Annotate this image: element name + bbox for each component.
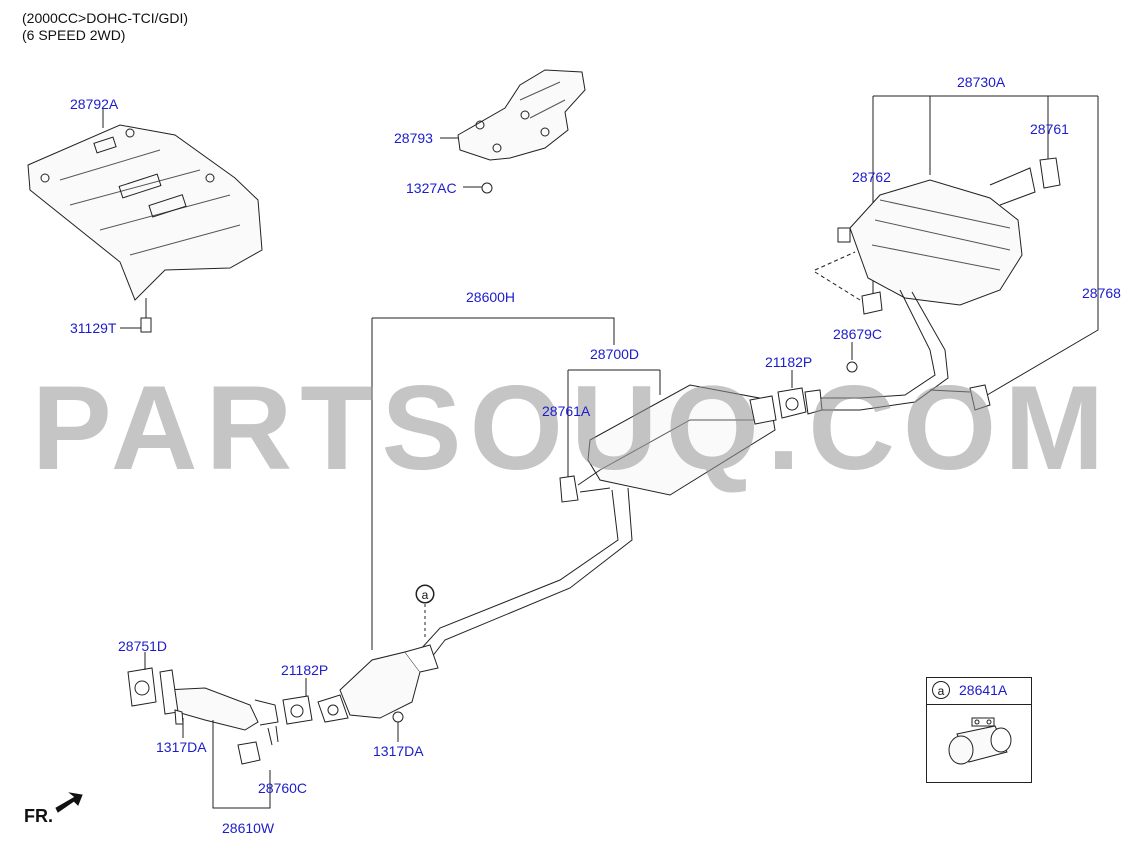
part-label-1327AC[interactable]: 1327AC (406, 180, 457, 196)
part-label-28641A[interactable]: 28641A (959, 682, 1008, 698)
part-label-28679C[interactable]: 28679C (833, 326, 883, 342)
callout-circle[interactable]: a (416, 585, 434, 603)
part-label-21182P-upper[interactable]: 21182P (765, 354, 813, 370)
part-label-28792A[interactable]: 28792A (70, 96, 119, 112)
part-label-28700D[interactable]: 28700D (590, 346, 640, 362)
detail-inset: a 28641A (926, 677, 1032, 783)
part-label-1317DA-left[interactable]: 1317DA (156, 739, 207, 755)
part-label-28762[interactable]: 28762 (852, 169, 891, 185)
part-label-28793[interactable]: 28793 (394, 130, 433, 146)
catalytic-converter (339, 651, 421, 719)
transmission-spec-line: (6 SPEED 2WD) (22, 27, 126, 43)
part-label-28760C[interactable]: 28760C (258, 780, 308, 796)
part-label-28761A[interactable]: 28761A (542, 403, 591, 419)
heat-shield-front (27, 124, 263, 301)
watermark: PARTSOUQ.COM (31, 361, 1113, 495)
center-muffler (587, 384, 776, 496)
part-label-28730A[interactable]: 28730A (957, 74, 1006, 90)
part-label-28600H[interactable]: 28600H (466, 289, 516, 305)
front-direction-label: FR. (24, 806, 53, 826)
part-label-28610W[interactable]: 28610W (222, 820, 275, 836)
part-label-28768[interactable]: 28768 (1082, 285, 1121, 301)
part-label-31129T[interactable]: 31129T (70, 320, 117, 336)
part-label-28751D[interactable]: 28751D (118, 638, 168, 654)
part-label-21182P-lower[interactable]: 21182P (281, 662, 329, 678)
inset-callout-circle: a (932, 681, 950, 699)
part-label-1317DA-right[interactable]: 1317DA (373, 743, 424, 759)
inset-header: a 28641A (927, 678, 1031, 705)
part-label-28761[interactable]: 28761 (1030, 121, 1069, 137)
engine-spec-line: (2000CC>DOHC-TCI/GDI) (22, 10, 189, 26)
main-pipe (419, 489, 619, 651)
clamp-drawing (948, 717, 1012, 765)
rear-muffler (849, 179, 1023, 306)
